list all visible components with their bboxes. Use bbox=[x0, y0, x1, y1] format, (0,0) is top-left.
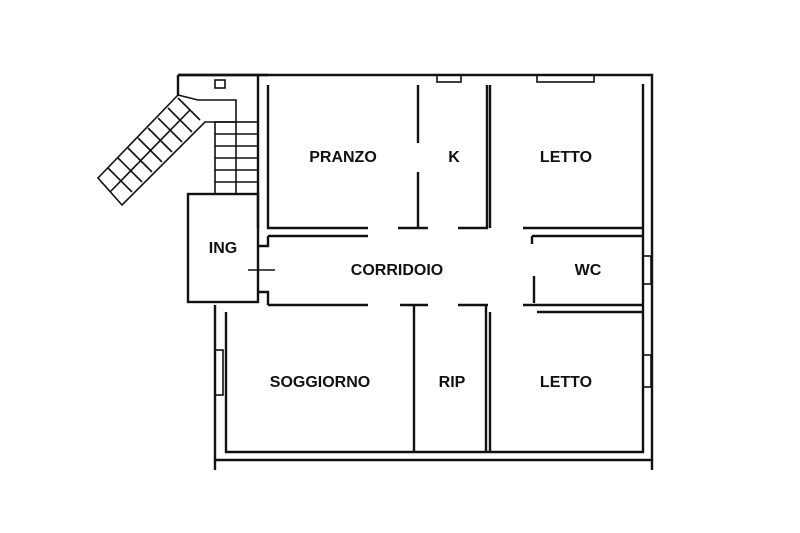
window bbox=[642, 354, 652, 388]
room-label-ing: ING bbox=[209, 240, 237, 257]
room-labels: PRANZO K LETTO ING CORRIDOIO WC SOGGIORN… bbox=[209, 149, 602, 391]
window bbox=[214, 349, 224, 396]
window bbox=[214, 79, 226, 89]
room-label-corridoio: CORRIDOIO bbox=[351, 262, 443, 279]
staircase bbox=[96, 94, 259, 207]
room-label-letto: LETTO bbox=[540, 149, 592, 166]
outer-walls bbox=[176, 73, 654, 470]
window bbox=[642, 255, 652, 285]
window bbox=[536, 74, 595, 83]
room-label-rip: RIP bbox=[439, 374, 466, 391]
room-label-soggiorno: SOGGIORNO bbox=[270, 374, 370, 391]
window bbox=[436, 74, 462, 83]
room-label-wc: WC bbox=[575, 262, 602, 279]
room-label-k: K bbox=[448, 149, 460, 166]
interior-walls bbox=[248, 75, 643, 452]
room-label-pranzo: PRANZO bbox=[309, 149, 377, 166]
room-label-letto-2: LETTO bbox=[540, 374, 592, 391]
